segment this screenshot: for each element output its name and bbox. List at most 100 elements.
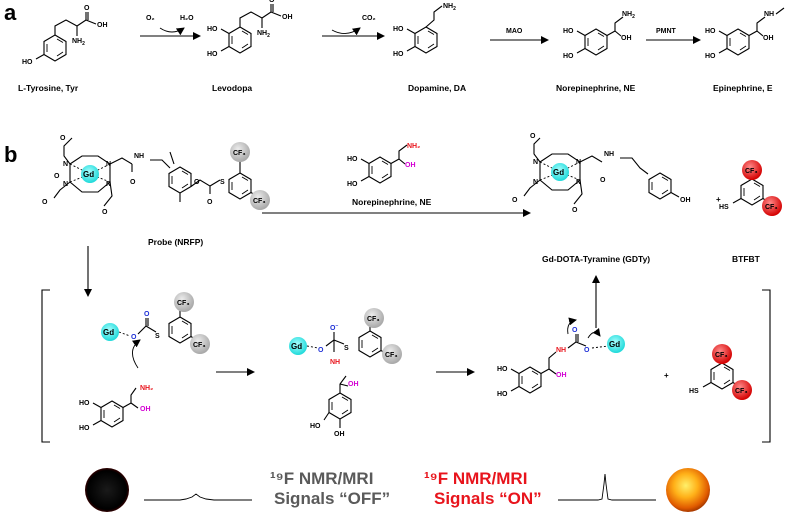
svg-text:N: N bbox=[63, 181, 68, 188]
svg-text:N: N bbox=[106, 161, 111, 168]
gd-label-product: Gd bbox=[553, 168, 564, 177]
svg-text:HO: HO bbox=[207, 51, 218, 58]
step3-catechol: HO HO bbox=[497, 351, 557, 398]
cf3-label-btfbt-bottom: CF₃ bbox=[765, 204, 778, 211]
svg-text:HS: HS bbox=[719, 204, 729, 211]
svg-text:O: O bbox=[84, 5, 90, 12]
plus-sign-top: + bbox=[716, 195, 721, 204]
svg-text:HO: HO bbox=[347, 156, 358, 163]
epinephrine-structure: HO HO NH OH bbox=[705, 7, 785, 60]
svg-text:N: N bbox=[63, 161, 68, 168]
dopamine-structure: HO HO NH2 bbox=[393, 3, 456, 58]
cf3-label-btfbt-top: CF₃ bbox=[745, 168, 758, 175]
svg-text:NH: NH bbox=[764, 11, 774, 18]
svg-text:NH2: NH2 bbox=[72, 38, 85, 47]
step1-amine: NH₂ bbox=[140, 385, 153, 392]
svg-text:O: O bbox=[512, 197, 518, 204]
svg-text:N: N bbox=[533, 159, 538, 166]
svg-text:O: O bbox=[130, 179, 136, 186]
reagent-ne-hydroxyl: OH bbox=[405, 162, 416, 169]
cf3-sphere-btfbt-top bbox=[742, 160, 762, 180]
cf3-label-step2-bottom: CF₃ bbox=[385, 352, 398, 359]
svg-text:HO: HO bbox=[497, 366, 508, 373]
tyrosine-structure: HO O OH NH2 bbox=[22, 5, 108, 66]
reagent-norepinephrine-structure: HO HO bbox=[347, 144, 408, 188]
svg-text:NH2: NH2 bbox=[443, 3, 456, 12]
compound-name-norepinephrine: Norepinephrine, NE bbox=[556, 83, 636, 93]
arrow-mao: MAO bbox=[490, 28, 549, 44]
svg-text:O: O bbox=[144, 311, 150, 318]
svg-text:S: S bbox=[220, 179, 225, 186]
svg-text:O: O bbox=[269, 0, 275, 4]
cf3-label-step3-top: CF₃ bbox=[715, 352, 728, 359]
svg-text:HO: HO bbox=[705, 28, 716, 35]
product-phenol-ring: OH bbox=[648, 172, 691, 204]
svg-text:HO: HO bbox=[207, 26, 218, 33]
svg-text:O: O bbox=[54, 173, 60, 180]
svg-text:HO: HO bbox=[310, 423, 321, 430]
svg-text:OH: OH bbox=[282, 14, 293, 21]
svg-text:O: O bbox=[194, 179, 200, 186]
svg-text:HO: HO bbox=[563, 53, 574, 60]
reagent-name-ne: Norepinephrine, NE bbox=[352, 197, 432, 207]
svg-text:HO: HO bbox=[79, 400, 90, 407]
svg-text:O: O bbox=[530, 133, 536, 140]
svg-text:HO: HO bbox=[393, 26, 404, 33]
panel-b-label: b bbox=[4, 142, 17, 167]
step3-amide: NH O O bbox=[556, 317, 609, 354]
compound-name-levodopa: Levodopa bbox=[212, 83, 252, 93]
gd-label-step3: Gd bbox=[609, 340, 620, 349]
compound-name-tyrosine: L-Tyrosine, Tyr bbox=[18, 83, 79, 93]
svg-text:HO: HO bbox=[393, 51, 404, 58]
arrow-decarboxylation: CO₂ bbox=[322, 15, 385, 40]
reagent-co2: CO₂ bbox=[362, 15, 376, 22]
nmr-spectrum-on bbox=[558, 473, 656, 501]
step2-catechol: HO OH bbox=[310, 375, 352, 438]
cf3-sphere-probe-top bbox=[230, 142, 250, 162]
cf3-sphere-step2-bottom bbox=[382, 344, 402, 364]
gd-label-probe: Gd bbox=[83, 170, 94, 179]
arrow-hydroxylation: O₂ H₂O bbox=[140, 15, 201, 40]
svg-text:NH: NH bbox=[604, 151, 614, 158]
cf3-label-step1-bottom: CF₃ bbox=[193, 342, 206, 349]
signal-off-line2: Signals “OFF” bbox=[274, 489, 390, 508]
gd-sphere-product bbox=[551, 163, 569, 181]
svg-text:HO: HO bbox=[563, 28, 574, 35]
arrow-pmnt: PMNT bbox=[646, 28, 701, 44]
svg-text:O: O bbox=[318, 347, 324, 354]
svg-text:O: O bbox=[207, 199, 213, 206]
cf3-sphere-probe-bottom bbox=[250, 190, 270, 210]
gd-label-step2: Gd bbox=[291, 342, 302, 351]
step1-norepinephrine: HO HO bbox=[79, 387, 139, 432]
svg-text:OH: OH bbox=[97, 22, 108, 29]
step1-carbonyl: O O S bbox=[118, 311, 160, 341]
cf3-label-step2-top: CF₃ bbox=[367, 316, 380, 323]
svg-text:HS: HS bbox=[689, 388, 699, 395]
curved-arrow-attack bbox=[131, 339, 141, 369]
svg-text:O: O bbox=[600, 177, 606, 184]
norepinephrine-structure: HO HO NH2 OH bbox=[563, 11, 635, 60]
probe-name: Probe (NRFP) bbox=[148, 237, 203, 247]
step2-intermediate: O O− S NH bbox=[306, 323, 349, 366]
svg-text:HO: HO bbox=[22, 59, 33, 66]
svg-text:OH: OH bbox=[621, 35, 632, 42]
cf3-sphere-step2-top bbox=[364, 308, 384, 328]
gd-sphere-probe bbox=[81, 165, 99, 183]
step1-hydroxyl: OH bbox=[140, 406, 151, 413]
cf3-sphere-btfbt-bottom bbox=[762, 196, 782, 216]
signal-on-line1: ¹⁹F NMR/MRI bbox=[424, 469, 527, 488]
svg-text:HO: HO bbox=[705, 53, 716, 60]
bracket-left bbox=[41, 289, 50, 443]
mri-phantom-off bbox=[85, 468, 129, 512]
svg-text:NH2: NH2 bbox=[257, 30, 270, 39]
bracket-right bbox=[762, 289, 771, 443]
nmr-spectrum-off bbox=[144, 493, 252, 501]
product-gdty-structure: N N N N O O O NH O bbox=[512, 133, 649, 214]
svg-text:O: O bbox=[102, 209, 108, 216]
reagent-h2o: H₂O bbox=[180, 15, 194, 22]
svg-text:O: O bbox=[572, 207, 578, 214]
svg-text:S: S bbox=[155, 333, 160, 340]
mri-phantom-on bbox=[666, 468, 710, 512]
byproduct-name-btfbt: BTFBT bbox=[732, 254, 761, 264]
signal-off-line1: ¹⁹F NMR/MRI bbox=[270, 469, 373, 488]
